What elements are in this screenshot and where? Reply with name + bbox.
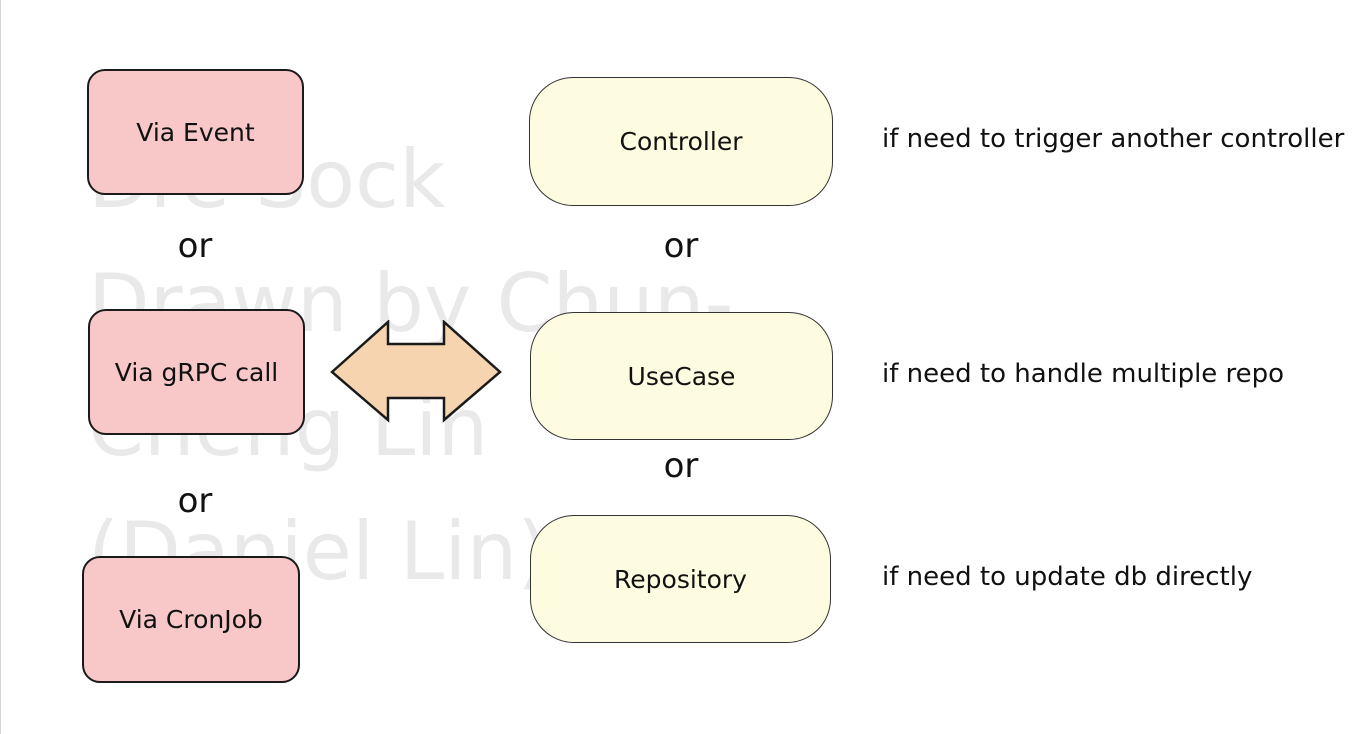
or-label-sources-1: or — [177, 226, 213, 266]
double-arrow-icon — [330, 320, 502, 423]
via-cronjob-box: Via CronJob — [82, 556, 300, 683]
or-label-layers-1: or — [663, 226, 699, 266]
usecase-note: if need to handle multiple repo — [882, 359, 1285, 389]
or-label-layers-2: or — [663, 446, 699, 486]
usecase-box: UseCase — [530, 312, 833, 440]
via-grpc-call-box: Via gRPC call — [88, 309, 305, 435]
controller-box: Controller — [529, 77, 833, 206]
canvas-left-border — [0, 0, 1, 734]
or-label-sources-2: or — [177, 481, 213, 521]
via-event-box: Via Event — [87, 69, 304, 195]
controller-note: if need to trigger another controller — [882, 124, 1345, 154]
repository-box: Repository — [530, 515, 831, 643]
repository-note: if need to update db directly — [882, 562, 1253, 592]
